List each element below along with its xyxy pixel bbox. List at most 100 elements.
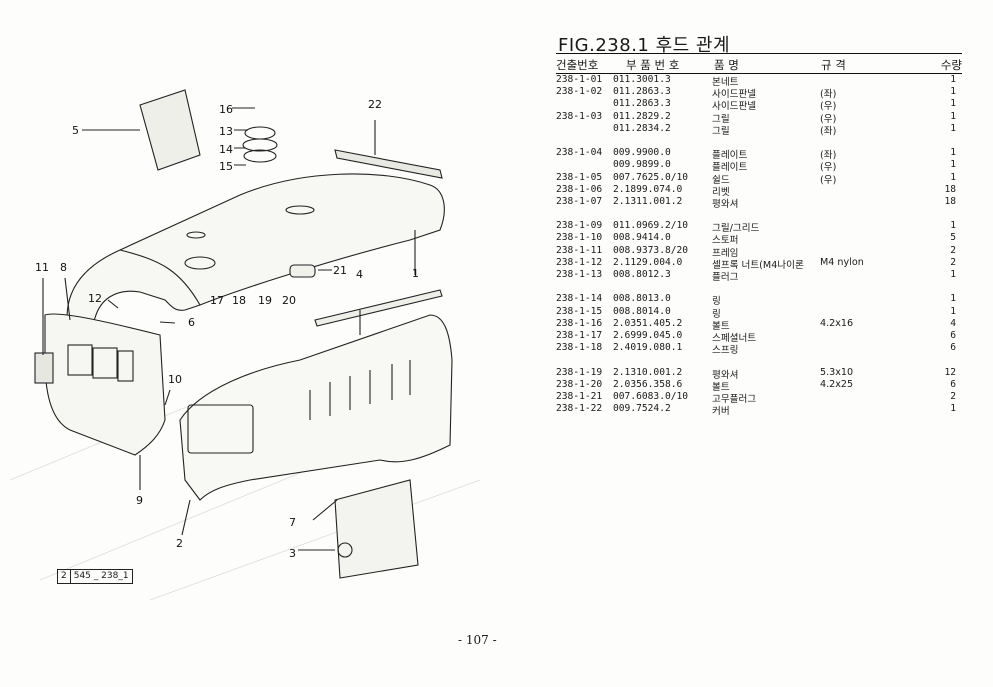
callout-9: 9 [136, 494, 143, 507]
cell-qty: 1 [950, 110, 956, 122]
cell-spec: 4.2x25 [820, 378, 854, 390]
cell-name: 그릴/그리드 [712, 223, 760, 235]
header-part-no: 부 품 번 호 [626, 58, 680, 72]
cell-ref-no: 238-1-05 [556, 171, 603, 183]
cell-part-no: 009.9900.0 [613, 147, 671, 159]
cell-qty: 1 [950, 122, 956, 134]
cell-name: 쉴드 [712, 174, 730, 186]
cell-part-no: 011.2834.2 [613, 122, 671, 134]
cell-ref-no: 238-1-20 [556, 378, 603, 390]
table-spacer [556, 281, 962, 293]
cell-ref-no: 238-1-01 [556, 74, 603, 85]
cell-ref-no: 238-1-16 [556, 317, 603, 329]
cell-ref-no: 238-1-14 [556, 293, 603, 305]
cell-part-no: 009.9899.0 [613, 159, 671, 171]
callout-16: 16 [219, 103, 233, 116]
cell-spec: (좌) [820, 150, 837, 162]
cell-ref-no: 238-1-06 [556, 183, 603, 195]
callout-21: 21 [333, 264, 347, 277]
cell-qty: 1 [950, 98, 956, 110]
cell-ref-no: 238-1-15 [556, 305, 603, 317]
cell-name: 평와셔 [712, 198, 739, 210]
callout-4: 4 [356, 268, 363, 281]
cell-name: 플레이트 [712, 162, 748, 174]
cell-ref-no: 238-1-04 [556, 147, 603, 159]
cell-part-no: 011.3001.3 [613, 74, 671, 85]
cell-name: 리벳 [712, 186, 730, 198]
front-grille-outline [44, 313, 166, 456]
callout-12: 12 [88, 292, 102, 305]
cell-spec: 4.2x16 [820, 317, 854, 329]
cell-name: 셀프록 너트(M4나이론 [712, 259, 804, 271]
cell-part-no: 011.2863.3 [613, 86, 671, 98]
cell-part-no: 008.8013.0 [613, 293, 671, 305]
cell-ref-no: 238-1-11 [556, 244, 603, 256]
cell-name: 커버 [712, 406, 730, 418]
header-rule [556, 73, 962, 74]
side-panel-outline [179, 314, 453, 501]
cell-part-no: 008.9373.8/20 [613, 244, 689, 256]
cell-name: 링 [712, 308, 721, 320]
cell-ref-no: 238-1-09 [556, 220, 603, 232]
cell-qty: 1 [950, 74, 956, 85]
cell-ref-no: 238-1-10 [556, 232, 603, 244]
title-rule [556, 53, 962, 54]
cell-part-no: 011.2829.2 [613, 110, 671, 122]
cell-name: 본네트 [712, 77, 739, 88]
callout-14: 14 [219, 143, 233, 156]
callout-10: 10 [168, 373, 182, 386]
cell-qty: 2 [950, 390, 956, 402]
table-spacer [556, 354, 962, 366]
callout-20: 20 [282, 294, 296, 307]
cell-part-no: 2.1311.001.2 [613, 195, 683, 207]
cell-part-no: 2.1310.001.2 [613, 366, 683, 378]
cell-ref-no: 238-1-02 [556, 86, 603, 98]
callout-11: 11 [35, 261, 49, 274]
cell-part-no: 2.0351.405.2 [613, 317, 683, 329]
cell-name: 스페셜너트 [712, 332, 757, 344]
callout-8: 8 [60, 261, 67, 274]
cell-ref-no: 238-1-17 [556, 329, 603, 341]
cell-part-no: 011.2863.3 [613, 98, 671, 110]
cell-spec: 5.3x10 [820, 366, 854, 378]
cell-name: 플레이트 [712, 150, 748, 162]
cell-spec: (좌) [820, 125, 837, 137]
cell-qty: 18 [944, 183, 956, 195]
callout-3: 3 [289, 547, 296, 560]
cell-qty: 6 [950, 342, 956, 354]
cell-name: 프레임 [712, 247, 739, 259]
cell-ref-no: 238-1-22 [556, 403, 603, 415]
cell-part-no: 2.1129.004.0 [613, 256, 683, 268]
cell-spec: (우) [820, 113, 837, 125]
callout-2: 2 [176, 537, 183, 550]
header-no: 건출번호 [556, 58, 599, 72]
cell-name: 볼트 [712, 381, 730, 393]
cell-qty: 1 [950, 159, 956, 171]
header-qty: 수량 [940, 58, 962, 72]
cell-qty: 12 [944, 366, 956, 378]
cell-ref-no: 238-1-07 [556, 195, 603, 207]
cell-ref-no: 238-1-21 [556, 390, 603, 402]
hood-outline [66, 173, 445, 341]
header-spec: 규 격 [821, 58, 846, 72]
cell-name: 사이드판넬 [712, 101, 757, 113]
table-row: 238-1-01 011.3001.3 본네트 1 [556, 74, 962, 88]
cell-part-no: 2.4019.080.1 [613, 342, 683, 354]
cell-spec: (좌) [820, 89, 837, 101]
cell-name: 플러그 [712, 272, 739, 283]
cell-part-no: 008.8014.0 [613, 305, 671, 317]
